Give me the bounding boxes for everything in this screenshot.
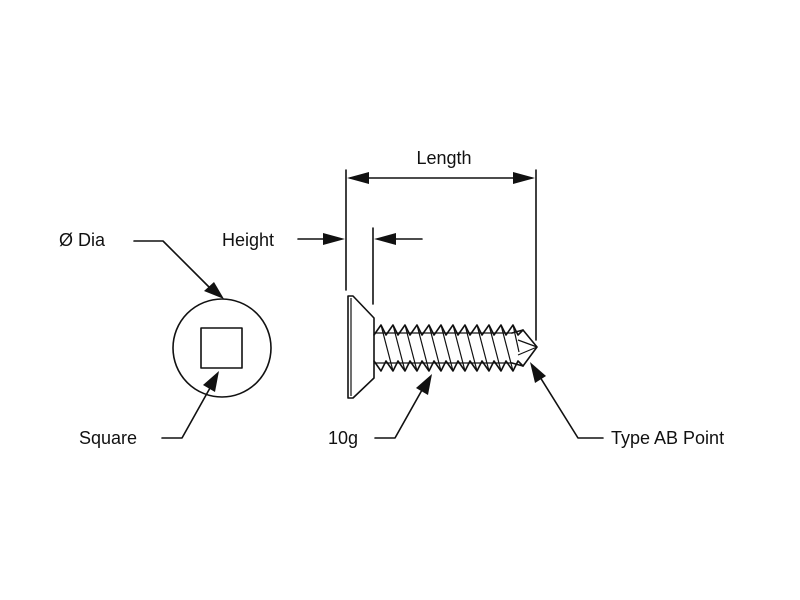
point-label: Type AB Point [611, 428, 724, 448]
thread-flanks [380, 324, 520, 372]
point-tip-line-lower [517, 346, 538, 356]
height-arrow-right [374, 233, 396, 245]
square-drive-recess [200, 327, 243, 369]
square-leader [161, 387, 211, 439]
gauge-label: 10g [328, 428, 358, 448]
point-arrowhead [530, 362, 546, 383]
diameter-callout: Ø Dia [59, 230, 224, 299]
gauge-leader [374, 389, 423, 439]
diameter-leader [133, 240, 210, 288]
length-arrow-right [513, 172, 535, 184]
length-dimension: Length [345, 148, 537, 341]
gauge-arrowhead [416, 374, 432, 395]
height-label: Height [222, 230, 274, 250]
square-arrowhead [203, 371, 219, 392]
diameter-arrowhead [204, 282, 224, 299]
screw-side-view [347, 295, 538, 399]
length-arrow-left [347, 172, 369, 184]
point-callout: Type AB Point [530, 362, 724, 448]
height-arrow-left [323, 233, 345, 245]
point-leader [539, 376, 604, 439]
head-circle [172, 298, 272, 398]
square-label: Square [79, 428, 137, 448]
height-dimension: Height [222, 227, 423, 305]
length-label: Length [416, 148, 471, 168]
gauge-callout: 10g [328, 374, 432, 448]
diameter-label: Ø Dia [59, 230, 106, 250]
screw-head [347, 295, 375, 399]
point-tip-line [517, 339, 538, 348]
screw-threads [373, 324, 524, 372]
square-callout: Square [79, 371, 219, 448]
head-top-view [172, 298, 272, 398]
